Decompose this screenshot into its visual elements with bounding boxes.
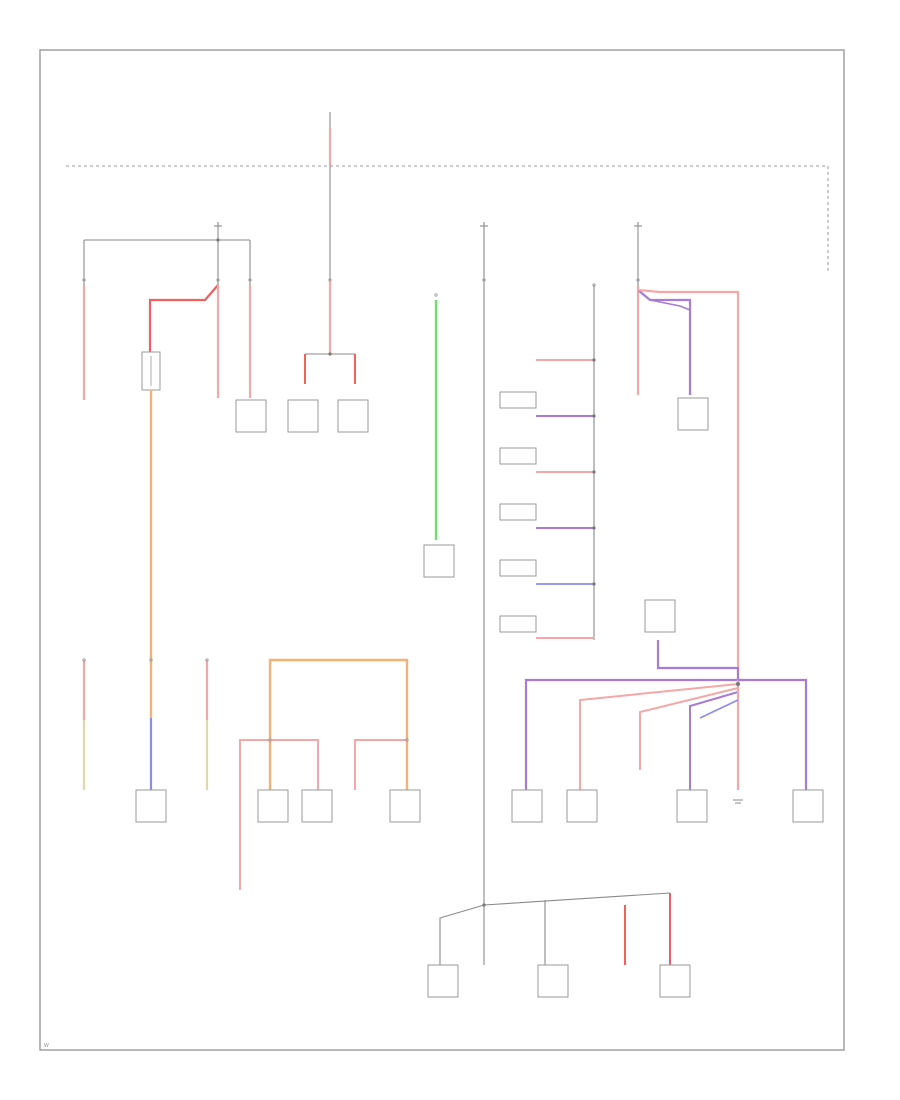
- top-power-feed: [304, 112, 356, 384]
- upper-left-components: [235, 399, 369, 433]
- left-lower-branches: [82, 658, 409, 890]
- right-upper-components: [677, 397, 709, 431]
- right-fuse-feed: [636, 222, 740, 680]
- connector-ladder: [499, 285, 596, 640]
- left-fuse-feed: [82, 222, 252, 400]
- relay-component: [644, 599, 676, 633]
- connector-pins: [82, 278, 640, 742]
- bottom-center-components: [427, 964, 691, 998]
- diagram-frame: [39, 49, 845, 1051]
- right-lower-components: [511, 789, 824, 823]
- center-feed: [439, 222, 671, 965]
- relay-wire: [656, 640, 740, 680]
- lower-left-components: [135, 789, 421, 823]
- ground-symbol: [733, 799, 743, 804]
- right-splice-fanout: [524, 678, 808, 790]
- diagram-code: W: [44, 1043, 49, 1049]
- fuse-symbol: [141, 351, 161, 391]
- green-wire-component: [423, 544, 455, 578]
